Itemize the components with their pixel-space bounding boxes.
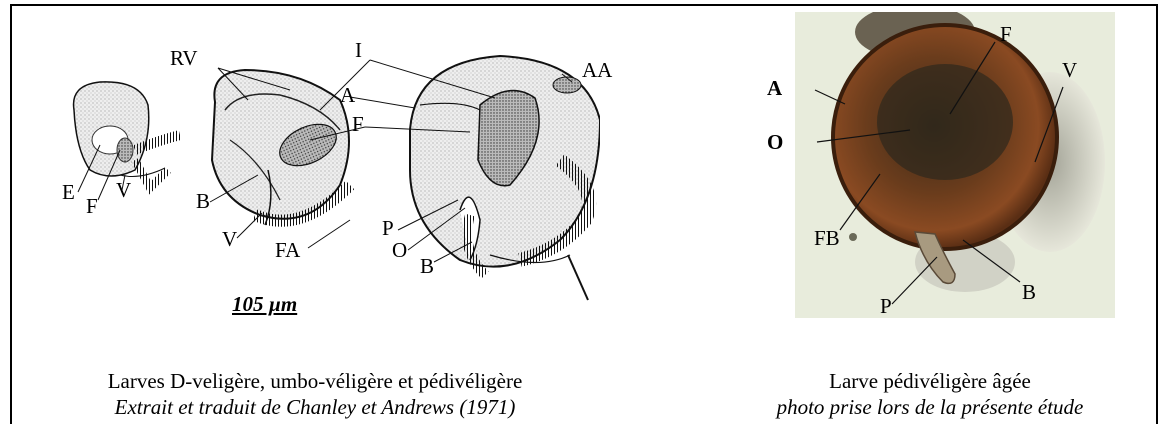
label-v-photo: V — [1062, 60, 1077, 81]
label-f-photo: F — [1000, 24, 1012, 45]
label-fb-photo: FB — [814, 228, 840, 249]
label-fa: FA — [275, 240, 300, 261]
label-v-small: V — [116, 180, 131, 201]
label-v-mid: V — [222, 229, 237, 250]
label-i: I — [355, 40, 362, 61]
label-p-photo: P — [880, 296, 892, 317]
label-e: E — [62, 182, 75, 203]
label-a: A — [340, 85, 355, 106]
label-b-photo: B — [1022, 282, 1036, 303]
d-veliger-drawing — [74, 82, 180, 188]
right-caption-title: Larve pédivéligère âgée — [715, 368, 1145, 394]
pediveliger-drawing — [410, 56, 600, 300]
label-aa: AA — [582, 60, 612, 81]
left-caption-source: Extrait et traduit de Chanley et Andrews… — [30, 394, 600, 420]
right-caption: Larve pédivéligère âgée photo prise lors… — [715, 368, 1145, 420]
scale-bar-label: 105 µm — [232, 292, 297, 317]
label-f-top: F — [352, 114, 364, 135]
label-rv: RV — [170, 48, 198, 69]
label-p: P — [382, 218, 394, 239]
larvae-drawings — [40, 10, 600, 310]
label-o-photo: O — [767, 132, 783, 153]
left-caption-title: Larves D-veligère, umbo-véligère et pédi… — [30, 368, 600, 394]
label-f-small: F — [86, 196, 98, 217]
label-b-big: B — [420, 256, 434, 277]
label-o: O — [392, 240, 407, 261]
label-a-photo: A — [767, 78, 782, 99]
label-b-mid: B — [196, 191, 210, 212]
umbo-veliger-drawing — [212, 70, 350, 225]
right-caption-source: photo prise lors de la présente étude — [715, 394, 1145, 420]
left-caption: Larves D-veligère, umbo-véligère et pédi… — [30, 368, 600, 420]
